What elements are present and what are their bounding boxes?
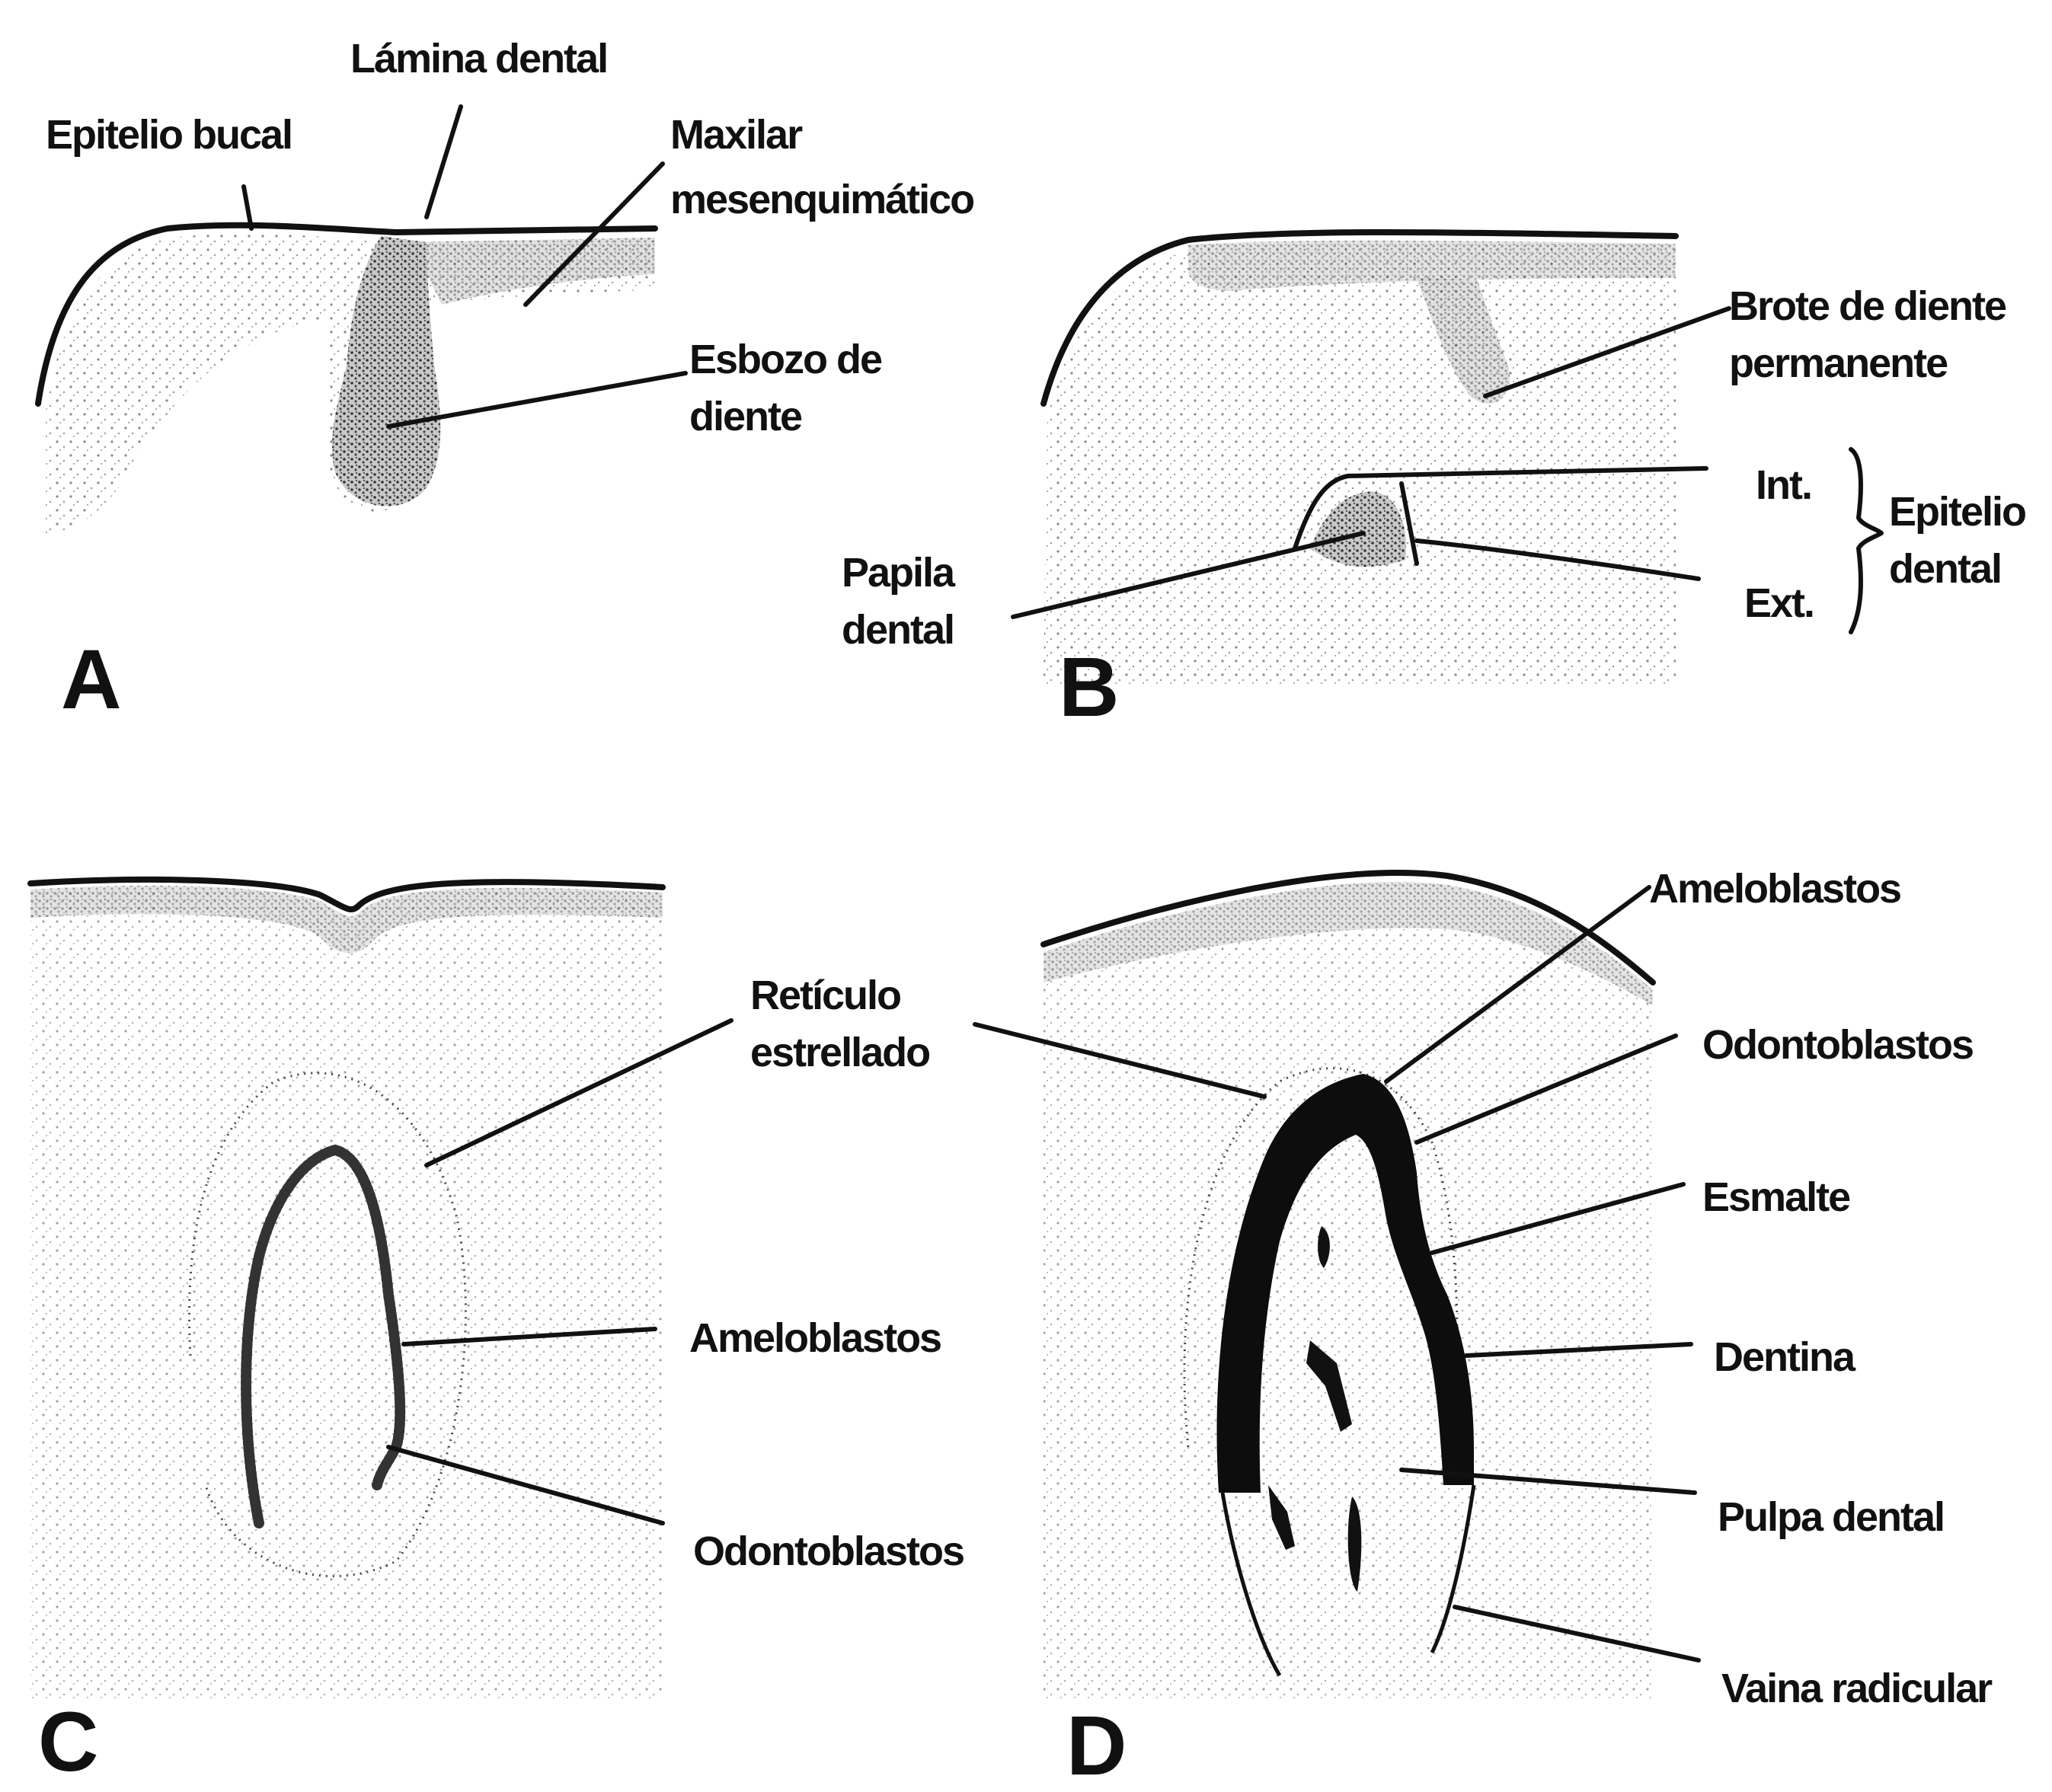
label-esbozo-2: diente — [689, 394, 802, 439]
label-papila-2: dental — [842, 607, 954, 653]
label-brote-1: Brote de diente — [1729, 283, 2006, 329]
label-maxilar-1: Maxilar — [670, 112, 803, 158]
label-odontoblastos-d: Odontoblastos — [1702, 1022, 1973, 1068]
mesenchyme-b — [1044, 243, 1676, 685]
label-epitelio-2: dental — [1889, 546, 2001, 592]
label-ameloblastos-d: Ameloblastos — [1649, 866, 1900, 912]
brace-epitelio-b — [1851, 449, 1881, 632]
panel-d: Ameloblastos Odontoblastos Esmalte Denti… — [975, 866, 1993, 1792]
leader-lamina-a — [427, 107, 461, 217]
label-dentina-d: Dentina — [1714, 1334, 1856, 1380]
label-papila-1: Papila — [842, 550, 956, 596]
label-brote-2: permanente — [1729, 340, 1948, 386]
label-vaina-d: Vaina radicular — [1721, 1666, 1993, 1711]
leader-epitelio-a — [244, 187, 251, 228]
label-ext: Ext. — [1744, 580, 1814, 626]
mesenchyme-c — [30, 889, 663, 1698]
panel-letter-c: C — [38, 1695, 98, 1789]
label-esbozo-1: Esbozo de — [689, 337, 882, 382]
label-reticulo-2: estrellado — [750, 1030, 929, 1075]
label-ameloblastos-c: Ameloblastos — [689, 1315, 941, 1361]
label-reticulo-1: Retículo — [750, 973, 900, 1018]
label-lamina-dental: Lámina dental — [350, 36, 607, 81]
label-pulpa-d: Pulpa dental — [1718, 1494, 1944, 1540]
label-epitelio-1: Epitelio — [1889, 489, 2025, 535]
label-int: Int. — [1756, 462, 1811, 508]
panel-b: Brote de diente permanente Int. Ext. Epi… — [842, 232, 2025, 734]
panel-letter-b: B — [1059, 640, 1119, 734]
panel-c: Retículo estrellado Ameloblastos Odontob… — [30, 880, 964, 1789]
panel-a: Epitelio bucal Lámina dental Maxilar mes… — [38, 36, 973, 727]
panel-letter-a: A — [61, 633, 121, 727]
label-epitelio-bucal: Epitelio bucal — [46, 112, 292, 158]
label-odontoblastos-c: Odontoblastos — [693, 1528, 964, 1574]
panel-letter-d: D — [1066, 1699, 1127, 1792]
label-esmalte-d: Esmalte — [1702, 1174, 1850, 1220]
label-maxilar-2: mesenquimático — [670, 177, 973, 222]
mesenchyme-d — [1044, 928, 1653, 1698]
